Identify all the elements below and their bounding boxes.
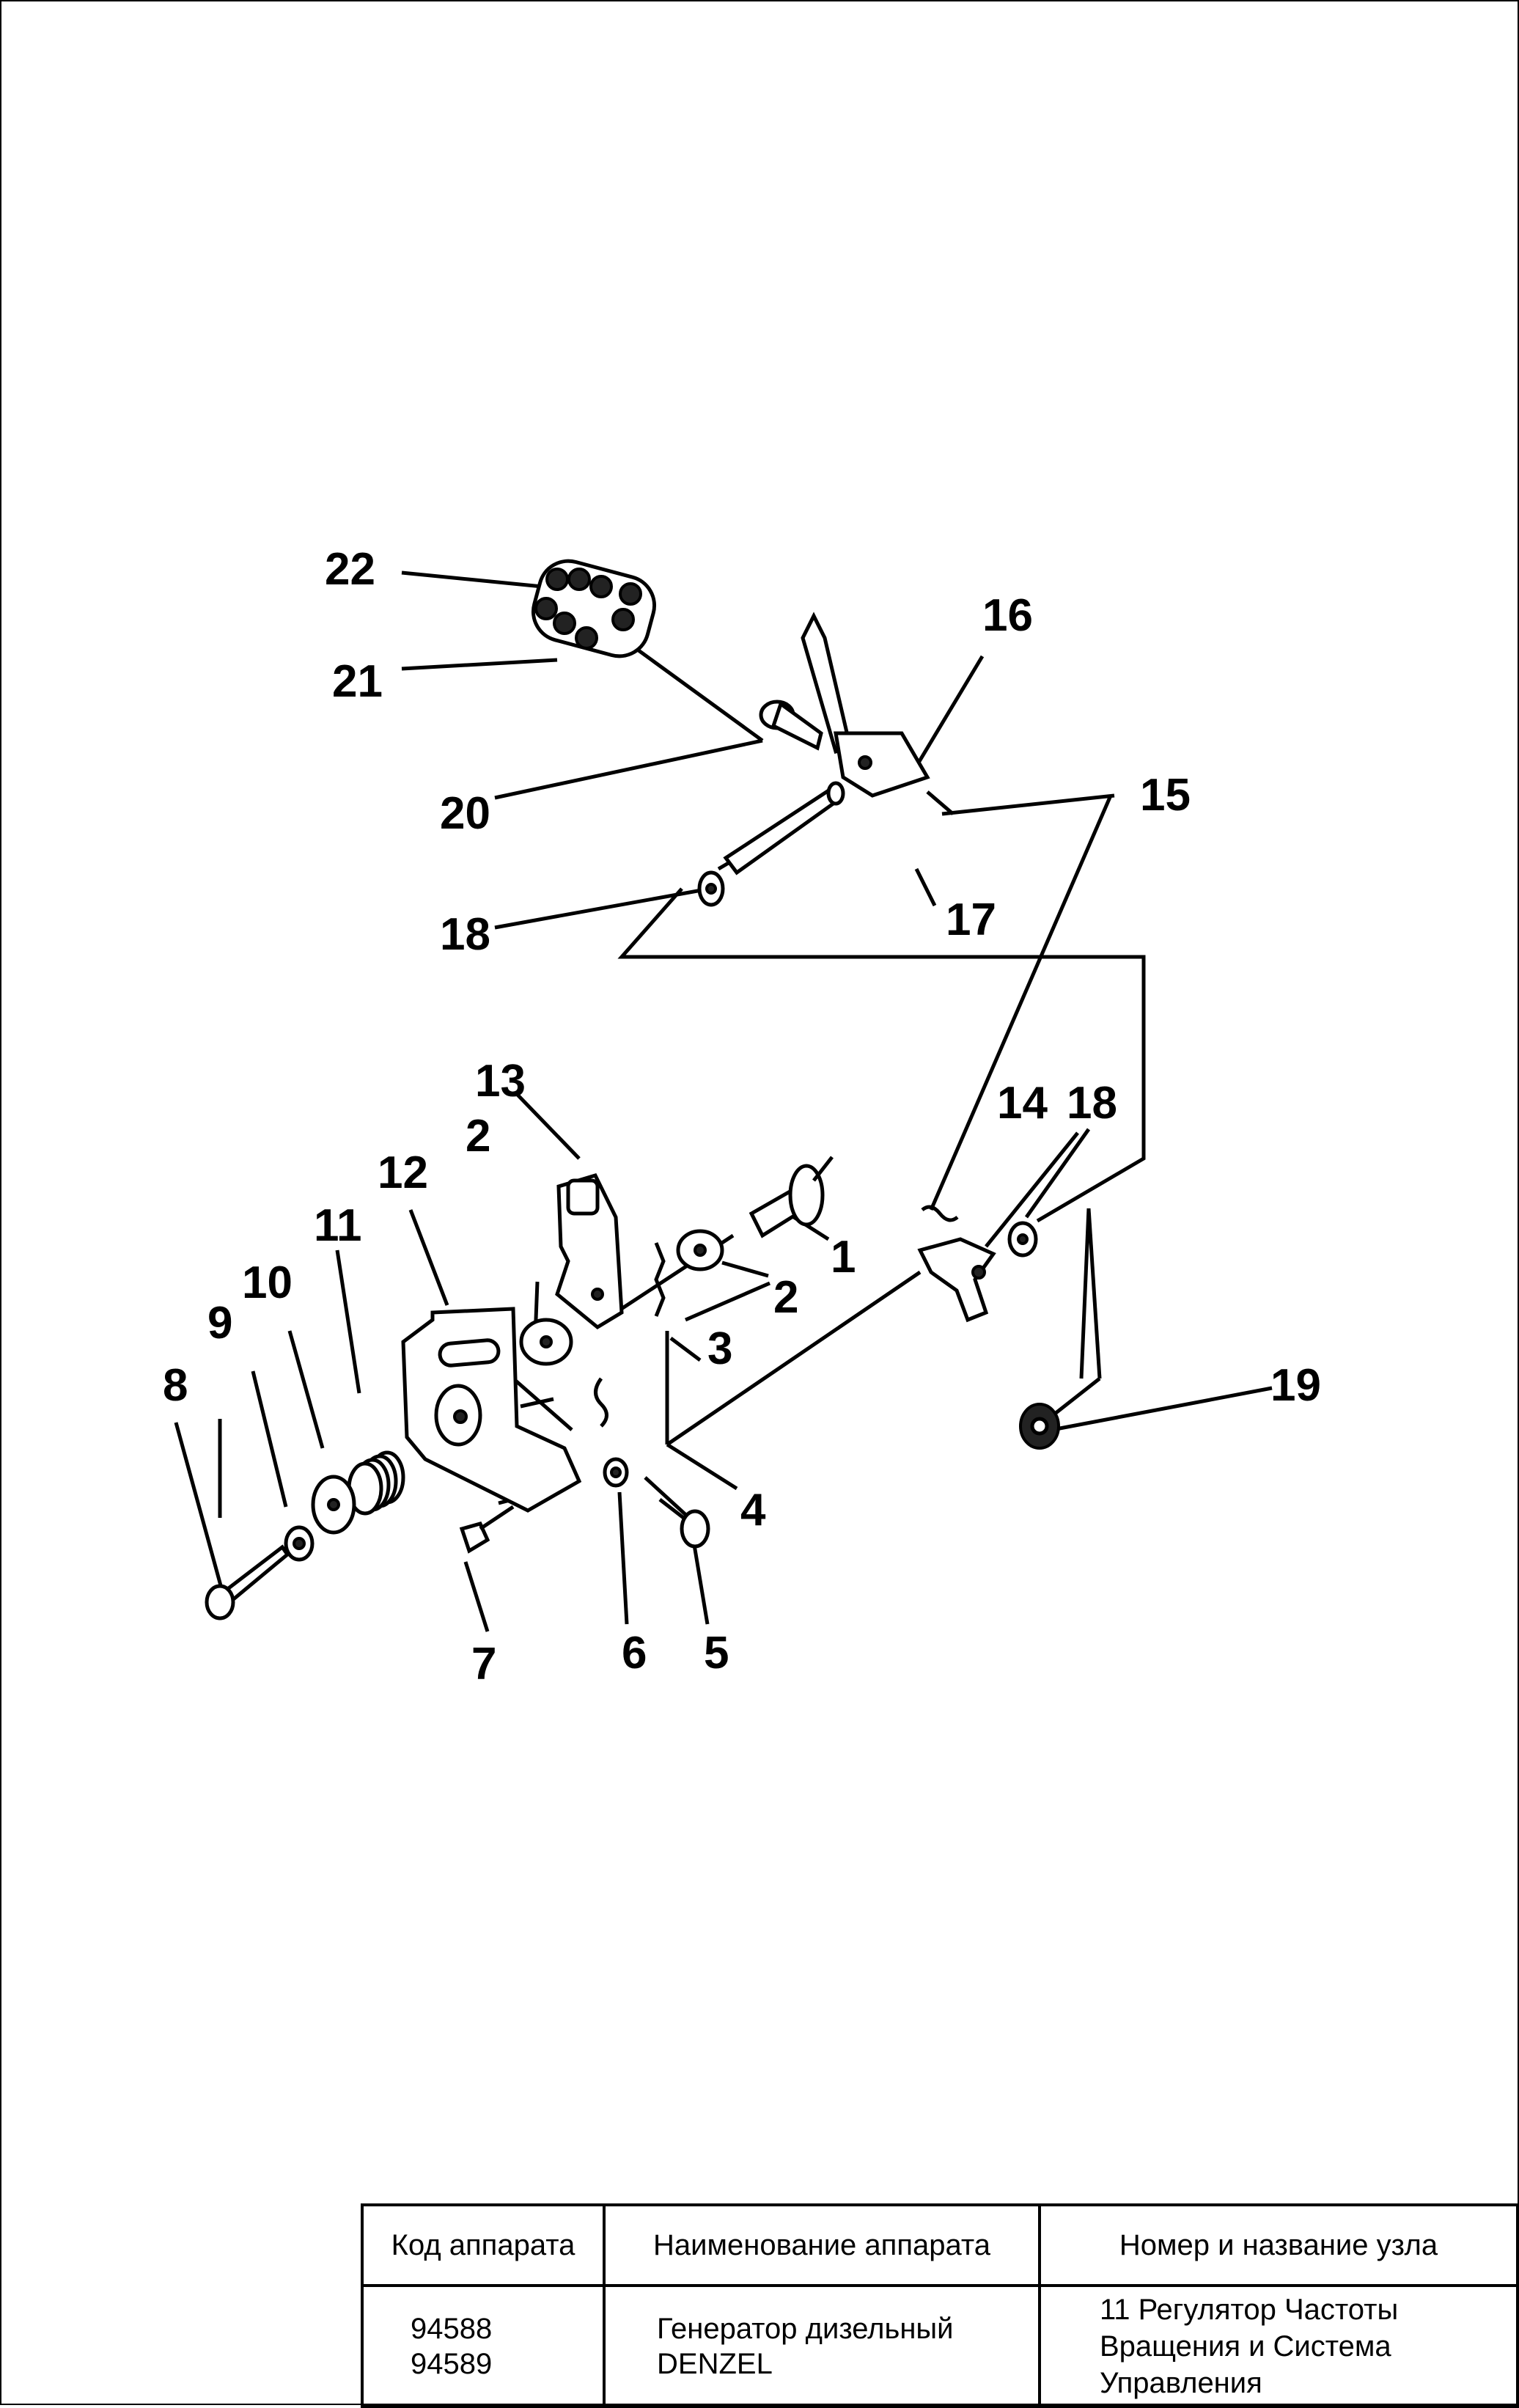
callout-10: 10 xyxy=(242,1258,293,1308)
callout-7: 7 xyxy=(471,1639,496,1689)
callout-8: 8 xyxy=(163,1360,188,1411)
node-name-cell: 11 Регулятор Частоты Вращения и Система … xyxy=(1038,2284,1519,2408)
callout-2: 2 xyxy=(466,1111,490,1161)
part-fork-14 xyxy=(917,1237,996,1323)
device-codes-cell: 94588 94589 xyxy=(361,2284,606,2408)
part-nut-9 xyxy=(284,1525,315,1562)
callout-12: 12 xyxy=(378,1148,428,1198)
header-device-code: Код аппарата xyxy=(361,2203,606,2287)
part-spring-11 xyxy=(347,1450,405,1516)
part-bracket-12 xyxy=(401,1307,582,1513)
callout-18: 18 xyxy=(1067,1078,1117,1128)
callout-14: 14 xyxy=(997,1078,1048,1128)
title-block-value-row: 94588 94589 Генератор дизельный DENZEL 1… xyxy=(361,2284,1519,2408)
part-governor-lever xyxy=(801,612,955,815)
part-washer-2a xyxy=(676,1229,724,1271)
callout-21: 21 xyxy=(332,656,383,707)
part-shaft xyxy=(723,781,845,876)
device-code: 94588 xyxy=(411,2312,493,2345)
header-node-name: Номер и название узла xyxy=(1038,2203,1519,2287)
device-name-line: Генератор дизельный xyxy=(657,2312,954,2345)
part-screw-5 xyxy=(658,1498,710,1549)
node-name-line: 11 Регулятор Частоты xyxy=(1100,2293,1399,2326)
header-device-name: Наименование аппарата xyxy=(603,2203,1041,2287)
part-washer-upper xyxy=(697,870,725,907)
callout-1: 1 xyxy=(831,1232,856,1282)
title-block: Код аппарата Наименование аппарата Номер… xyxy=(361,2203,1519,2408)
node-name-line: Вращения и Система xyxy=(1100,2330,1391,2363)
callout-18: 18 xyxy=(440,909,490,960)
callout-4: 4 xyxy=(740,1485,766,1535)
part-spring-15 xyxy=(921,1205,959,1222)
part-bolt-7 xyxy=(459,1505,515,1554)
part-clip-4 xyxy=(594,1377,608,1428)
part-washer-10 xyxy=(311,1475,356,1535)
callout-13: 13 xyxy=(475,1056,526,1106)
part-bolt-8 xyxy=(205,1544,290,1620)
part-nut-19 xyxy=(1019,1403,1060,1450)
part-washer-18b xyxy=(1007,1221,1038,1258)
part-governor-gear xyxy=(531,559,657,658)
callout-16: 16 xyxy=(982,590,1033,641)
node-name-line: Управления xyxy=(1100,2366,1262,2399)
leader-lines xyxy=(174,570,1273,1632)
callout-3: 3 xyxy=(707,1324,732,1374)
part-washer-2b xyxy=(519,1318,573,1366)
part-lever-plate xyxy=(555,1172,624,1330)
callout-19: 19 xyxy=(1270,1360,1321,1411)
callout-17: 17 xyxy=(946,895,996,945)
part-bushing xyxy=(749,1156,834,1238)
callout-2: 2 xyxy=(773,1272,798,1323)
callout-6: 6 xyxy=(622,1628,647,1678)
callout-11: 11 xyxy=(314,1200,362,1251)
part-spring-3 xyxy=(654,1242,666,1317)
callout-9: 9 xyxy=(207,1298,232,1348)
device-code: 94589 xyxy=(411,2347,493,2380)
part-sleeve xyxy=(759,700,823,751)
part-nut-6 xyxy=(603,1457,629,1488)
device-name-line: DENZEL xyxy=(657,2347,773,2380)
device-name-cell: Генератор дизельный DENZEL xyxy=(603,2284,1041,2408)
callout-15: 15 xyxy=(1140,770,1191,821)
callout-22: 22 xyxy=(325,544,375,595)
exploded-parts-diagram: 1 2 2 3 4 5 6 7 8 9 10 11 12 13 14 15 16… xyxy=(163,544,1321,1689)
callout-20: 20 xyxy=(440,788,490,839)
title-block-header-row: Код аппарата Наименование аппарата Номер… xyxy=(361,2203,1519,2287)
callout-5: 5 xyxy=(704,1628,729,1678)
callout-labels: 1 2 2 3 4 5 6 7 8 9 10 11 12 13 14 15 16… xyxy=(163,544,1321,1689)
